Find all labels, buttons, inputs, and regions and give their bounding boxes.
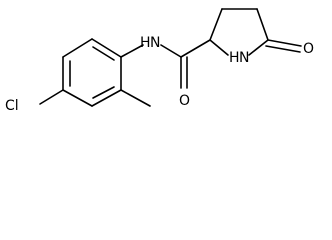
benzene-ring xyxy=(62,38,122,107)
chlorine-label: Cl xyxy=(5,98,19,114)
chloro-bond xyxy=(39,89,64,105)
ring-bond xyxy=(256,8,269,41)
ring-bond xyxy=(248,39,269,56)
ring-bond xyxy=(91,89,122,107)
aromatic-double-bond xyxy=(92,86,115,99)
ring-bond xyxy=(209,8,223,41)
chemical-structure: Cl H N O H N O xyxy=(5,8,314,114)
amide-hydrogen-label: H xyxy=(140,35,151,51)
lactam-double-bond xyxy=(267,39,302,47)
methyl-bond xyxy=(120,89,151,107)
carbonyl-ring-bond xyxy=(180,39,211,58)
lactam-double-bond xyxy=(265,45,301,53)
ring-bond xyxy=(62,38,93,58)
ring-bond xyxy=(62,89,93,107)
aryl-nitrogen-bond xyxy=(120,44,144,58)
ring-bond xyxy=(209,39,229,56)
amide-oxygen-label: O xyxy=(179,93,190,109)
lactam-oxygen-label: O xyxy=(303,41,314,57)
pyrrolidinone-ring xyxy=(209,8,269,56)
ring-nitrogen-label: N xyxy=(239,50,249,66)
nitrogen-carbonyl-bond xyxy=(160,44,182,58)
amide-nitrogen-label: N xyxy=(150,35,160,51)
aromatic-double-bond xyxy=(92,46,115,61)
ring-bond xyxy=(91,38,122,58)
ring-hydrogen-label: H xyxy=(229,50,240,66)
